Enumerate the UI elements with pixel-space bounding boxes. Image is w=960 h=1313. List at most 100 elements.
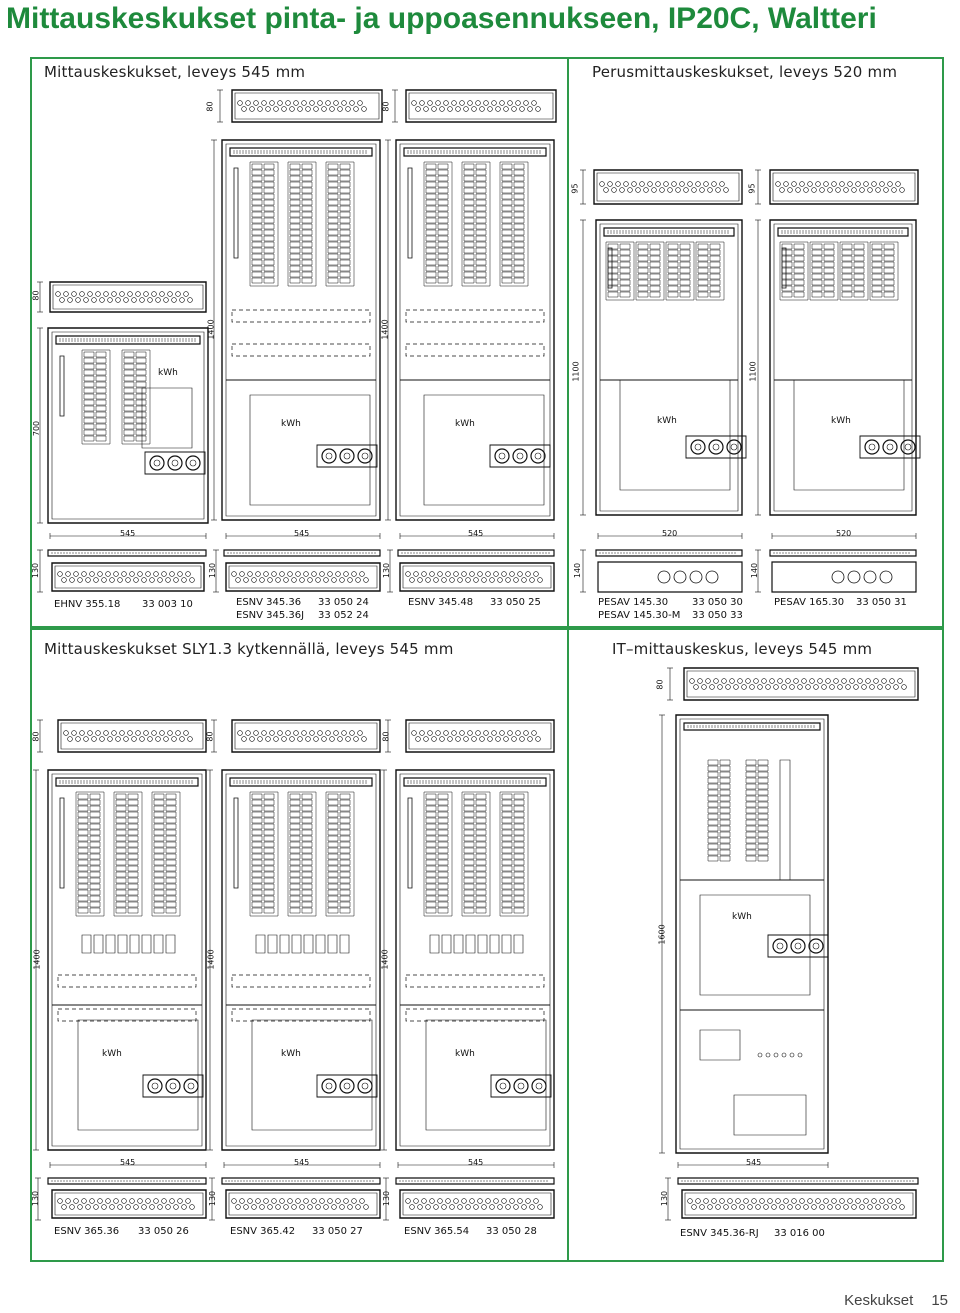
breaker (608, 256, 618, 261)
breaker (476, 182, 486, 187)
product-code: 33 050 28 (486, 1226, 537, 1237)
breaker (502, 176, 512, 181)
height-dimension: 1100 (748, 361, 758, 382)
breaker (252, 278, 262, 283)
breaker (502, 860, 512, 865)
breaker (708, 808, 718, 813)
breaker (884, 280, 894, 285)
breaker (426, 872, 436, 877)
breaker (328, 272, 338, 277)
breaker (438, 170, 448, 175)
breaker (824, 250, 834, 255)
breaker (476, 860, 486, 865)
breaker (264, 830, 274, 835)
breaker (290, 848, 300, 853)
breaker (426, 218, 436, 223)
breaker (608, 250, 618, 255)
breaker (746, 838, 756, 843)
breaker (302, 830, 312, 835)
breaker (78, 872, 88, 877)
breaker (514, 242, 524, 247)
meter-terminal-block (491, 1075, 551, 1097)
breaker (264, 896, 274, 901)
breaker (264, 818, 274, 823)
breaker (502, 878, 512, 883)
breaker (290, 266, 300, 271)
breaker (154, 836, 164, 841)
breaker (96, 424, 106, 429)
breaker (302, 218, 312, 223)
breaker (166, 800, 176, 805)
breaker (166, 878, 176, 883)
breaker (514, 194, 524, 199)
breaker (426, 206, 436, 211)
busbar (56, 778, 198, 786)
breaker (782, 244, 792, 249)
product-model: EHNV 355.18 (54, 599, 121, 610)
breaker (668, 274, 678, 279)
height-dimension: 130 (208, 1190, 218, 1207)
breaker (90, 812, 100, 817)
breaker (116, 902, 126, 907)
breaker (620, 250, 630, 255)
breaker (264, 170, 274, 175)
breaker (514, 176, 524, 181)
breaker (476, 908, 486, 913)
breaker (426, 272, 436, 277)
breaker (290, 164, 300, 169)
breaker (824, 268, 834, 273)
breaker (438, 236, 448, 241)
breaker (96, 364, 106, 369)
breaker (290, 866, 300, 871)
breaker (302, 248, 312, 253)
breaker (90, 884, 100, 889)
switch (292, 935, 301, 953)
breaker (426, 860, 436, 865)
breaker (264, 794, 274, 799)
breaker (264, 872, 274, 877)
breaker (290, 800, 300, 805)
breaker (710, 268, 720, 273)
breaker (302, 200, 312, 205)
height-dimension: 80 (205, 731, 215, 742)
switch (514, 935, 523, 953)
breaker (710, 280, 720, 285)
breaker (708, 790, 718, 795)
breaker (464, 866, 474, 871)
breaker (514, 866, 524, 871)
breaker (842, 244, 852, 249)
breaker (438, 854, 448, 859)
breaker (884, 274, 894, 279)
breaker (166, 860, 176, 865)
breaker (328, 278, 338, 283)
meter-terminal-block (317, 445, 377, 467)
breaker (264, 176, 274, 181)
breaker (746, 850, 756, 855)
switch (118, 935, 127, 953)
breaker (426, 242, 436, 247)
breaker (252, 854, 262, 859)
height-dimension: 80 (381, 101, 391, 112)
breaker (264, 188, 274, 193)
product-code: 33 050 25 (490, 597, 541, 608)
breaker (720, 766, 730, 771)
breaker (438, 860, 448, 865)
product-model: ESNV 345.36-RJ (680, 1228, 759, 1239)
breaker (84, 364, 94, 369)
breaker (698, 286, 708, 291)
breaker (758, 844, 768, 849)
breaker (426, 164, 436, 169)
breaker (90, 866, 100, 871)
height-dimension: 140 (750, 562, 760, 579)
breaker (720, 814, 730, 819)
product-model: ESNV 365.42 (230, 1226, 296, 1237)
breaker (340, 824, 350, 829)
breaker (710, 244, 720, 249)
breaker (824, 286, 834, 291)
breaker (680, 280, 690, 285)
dashed-zone (406, 975, 544, 987)
breaker (302, 260, 312, 265)
width-dimension: 545 (294, 529, 310, 538)
breaker (872, 292, 882, 297)
breaker (514, 188, 524, 193)
